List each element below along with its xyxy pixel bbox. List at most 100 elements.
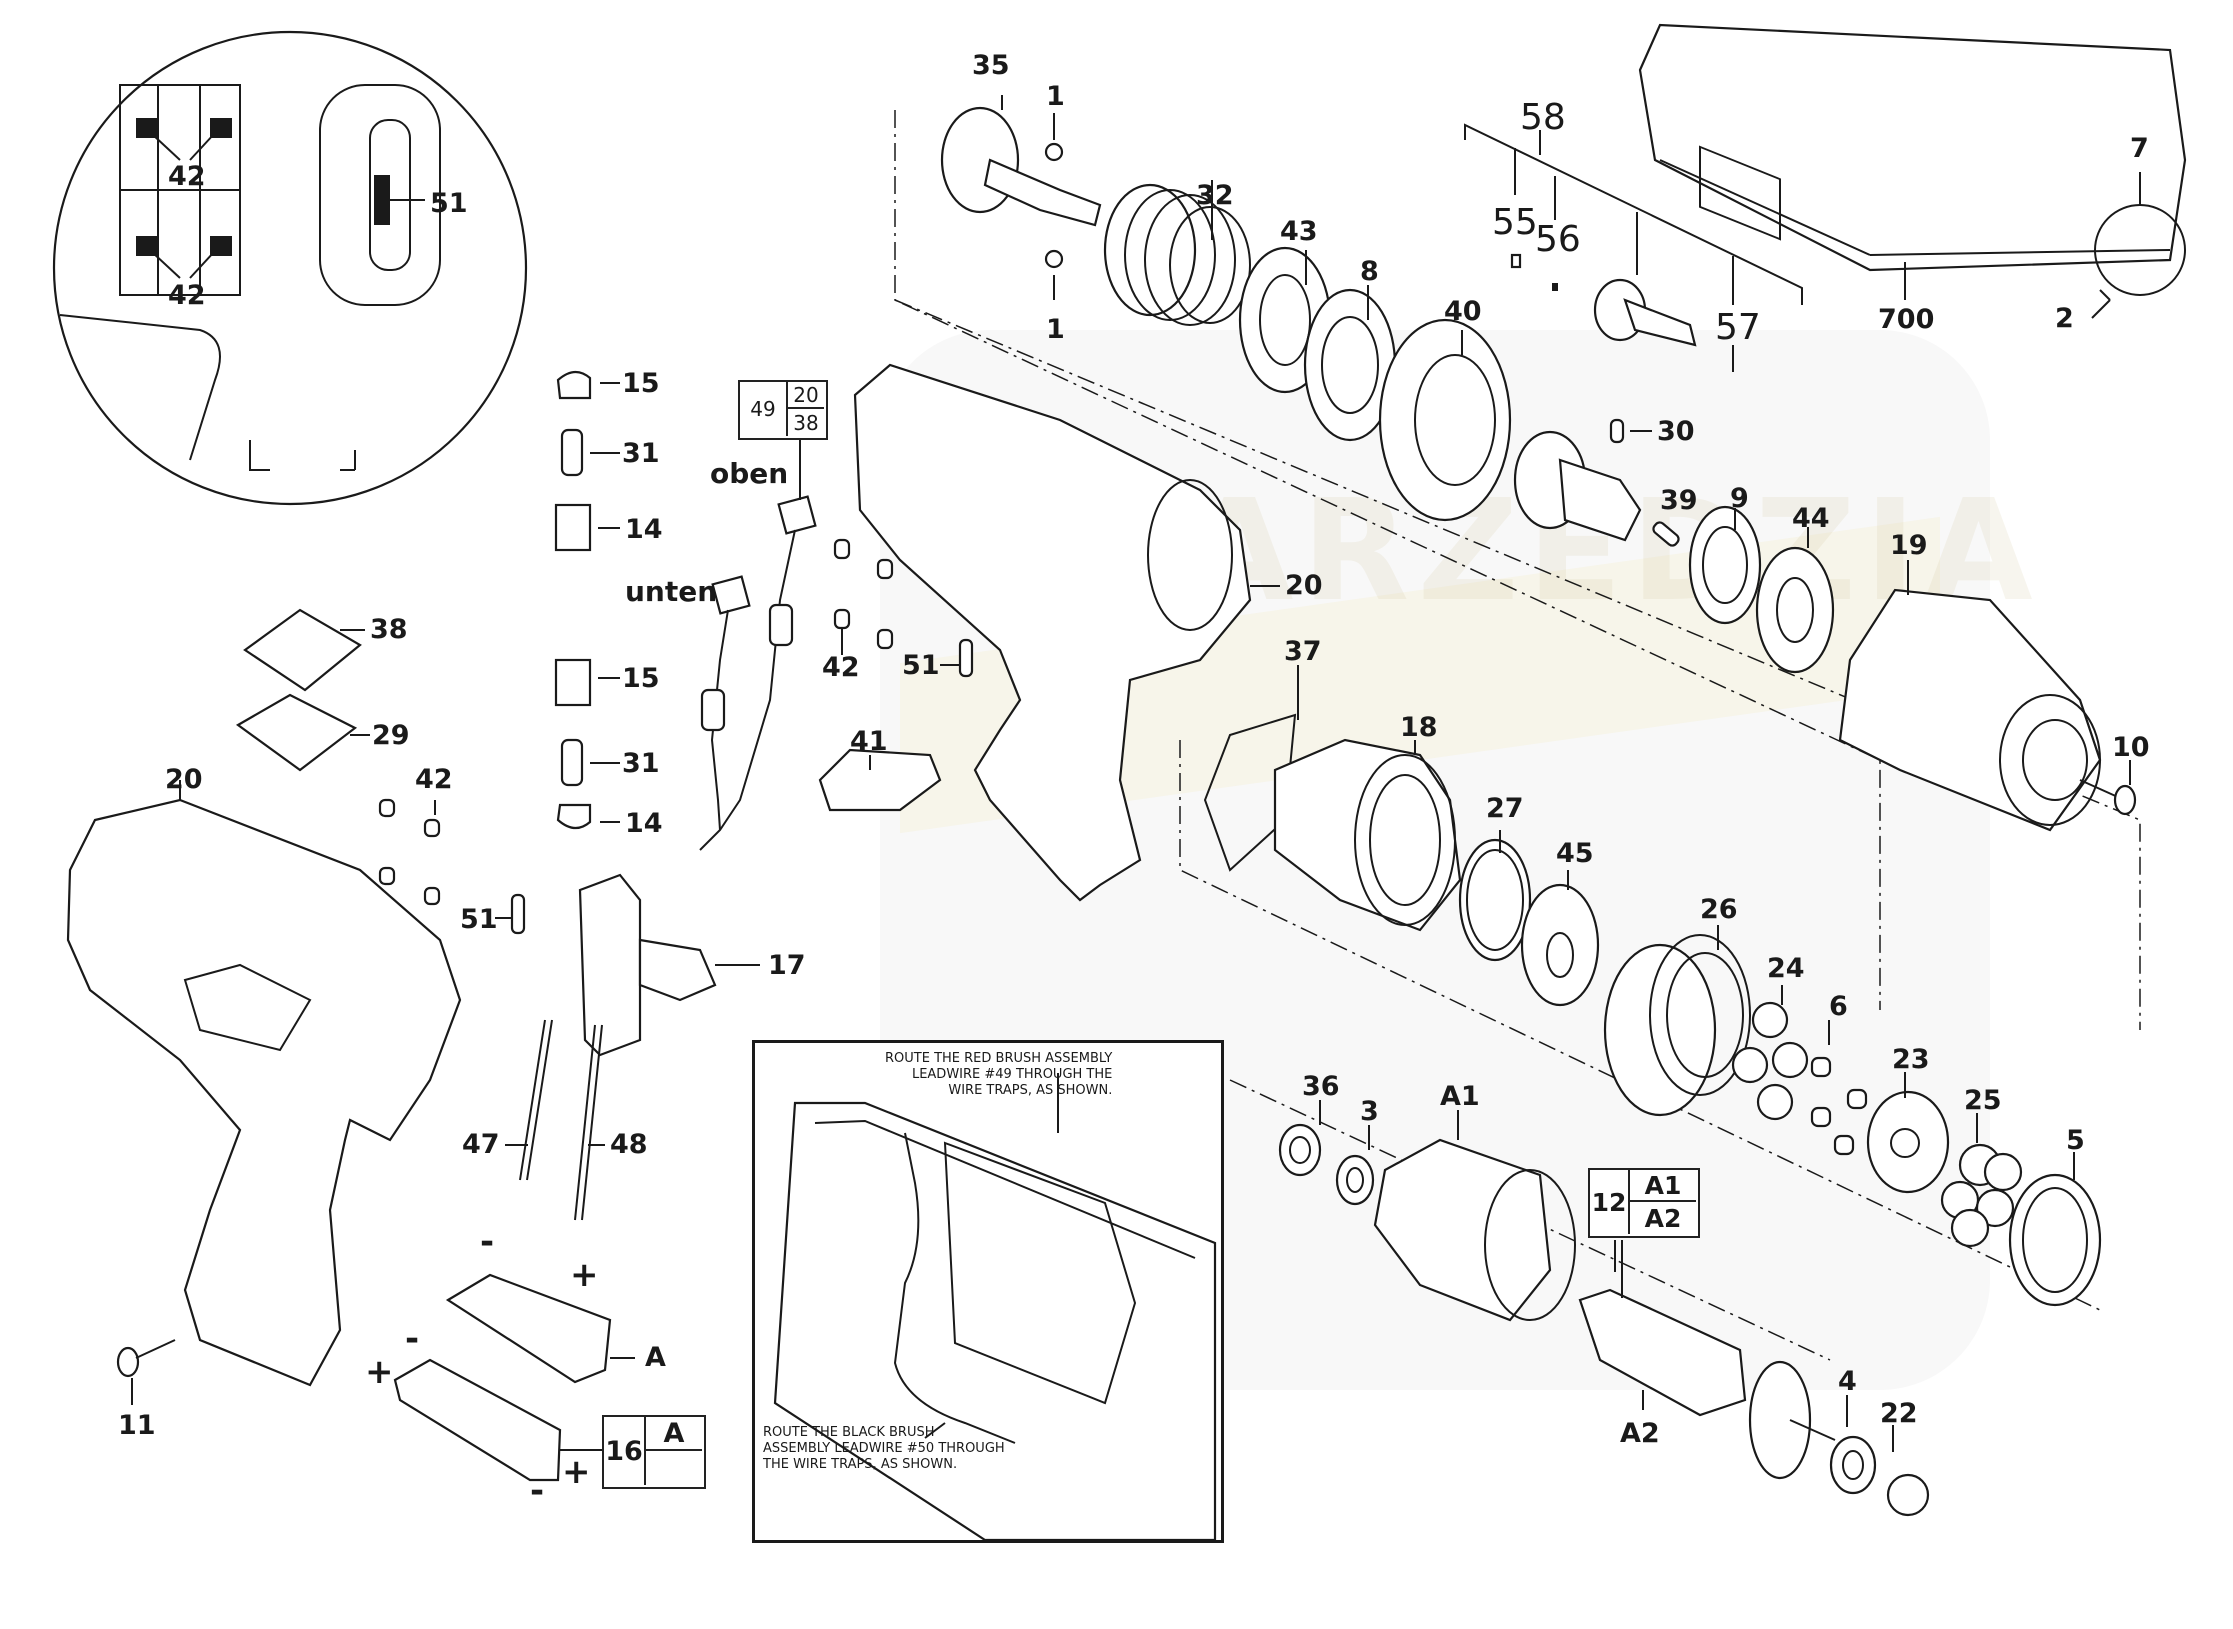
label-24: 24 [1767, 953, 1805, 984]
label-31: 31 [622, 748, 660, 779]
part-terminal-plate [445, 1273, 612, 1384]
part-planet-gears-2 [1940, 1113, 2023, 1248]
label-45: 45 [1556, 838, 1594, 869]
label-5: 5 [2066, 1125, 2085, 1156]
polarity-plus: + [570, 1255, 599, 1295]
label-27: 27 [1486, 793, 1524, 824]
part-dowel-pins-left [378, 798, 526, 935]
label-oben: oben [710, 457, 789, 490]
ref-box-terminal-kit: 16 A [602, 1415, 706, 1489]
kit-bracket [1464, 123, 1803, 372]
part-washer [1688, 505, 1762, 625]
part-bearing-36 [1278, 1100, 1322, 1177]
label-37: 37 [1284, 636, 1322, 667]
ref-bottom: A2 [1644, 1203, 1682, 1233]
part-terminal-block [393, 1358, 562, 1482]
label-42: 42 [822, 652, 860, 683]
part-ring-gear [1603, 925, 1751, 1117]
part-anvil [940, 95, 1102, 227]
label-39: 39 [1660, 485, 1698, 516]
part-spindle [1513, 418, 1642, 542]
polarity-minus: - [530, 1471, 545, 1511]
ref-box-armature-kit: 12 A1 A2 [1588, 1168, 1700, 1238]
part-bearing-ring [2008, 1152, 2102, 1307]
detail-pin [374, 175, 390, 225]
label-10: 10 [2112, 732, 2150, 763]
label-56: 56 [1535, 219, 1581, 260]
detail-pad [210, 236, 232, 256]
assembly-axis [1179, 740, 2101, 1311]
label-36: 36 [1302, 1071, 1340, 1102]
detail-pad [136, 118, 158, 138]
label-26: 26 [1700, 894, 1738, 925]
part-ball-pin [1652, 521, 1680, 547]
part-housing-half [853, 363, 1280, 902]
label-58: 58 [1520, 97, 1566, 138]
label-9: 9 [1730, 483, 1749, 514]
label-51: 51 [902, 650, 940, 681]
part-sleeve [1203, 665, 1299, 872]
part-brush-holders [554, 370, 620, 830]
label-43: 43 [1280, 216, 1318, 247]
part-motor-leadwires [505, 1019, 605, 1221]
part-carry-case [1638, 23, 2187, 300]
assembly-axis [894, 110, 1881, 1010]
wiring-inset: ROUTE THE RED BRUSH ASSEMBLY LEADWIRE #4… [752, 1040, 1224, 1543]
part-planet-carrier [1866, 1072, 1950, 1194]
label-1: 1 [1046, 314, 1065, 345]
polarity-minus: - [405, 1319, 420, 1359]
label-20: 20 [1285, 570, 1323, 601]
note-red-leadwire: ROUTE THE RED BRUSH ASSEMBLY LEADWIRE #4… [885, 1051, 1113, 1098]
part-switch [578, 873, 760, 1057]
ref-main: 49 [740, 382, 788, 436]
polarity-plus: + [562, 1452, 591, 1492]
label-42: 42 [415, 764, 453, 795]
ref-main: 12 [1590, 1170, 1630, 1234]
part-brush-leadwires [699, 440, 817, 851]
label-14: 14 [625, 514, 663, 545]
polarity-minus: - [480, 1222, 495, 1262]
part-label-plate [243, 608, 362, 692]
label-6: 6 [1829, 991, 1848, 1022]
label-4: 4 [1838, 1366, 1857, 1397]
label-700: 700 [1878, 304, 1935, 335]
label-A: A [645, 1342, 666, 1373]
part-ball [1044, 142, 1064, 162]
part-screw [2079, 760, 2137, 816]
part-o-ring [1458, 838, 1532, 962]
part-retaining-clip [2091, 172, 2186, 319]
polarity-plus: + [365, 1352, 394, 1392]
label-23: 23 [1892, 1044, 1930, 1075]
label-40: 40 [1444, 296, 1482, 327]
label-25: 25 [1964, 1085, 2002, 1116]
label-17: 17 [768, 950, 806, 981]
part-planet-gears [1731, 985, 1809, 1121]
label-1: 1 [1046, 81, 1065, 112]
inset-drawing [773, 1073, 1217, 1540]
part-bearing-4 [1829, 1395, 1877, 1495]
ref-top: A1 [1630, 1170, 1696, 1202]
detail-pad [210, 118, 232, 138]
label-29: 29 [372, 720, 410, 751]
label-32: 32 [1196, 180, 1234, 211]
label-35: 35 [972, 50, 1010, 81]
label-57: 57 [1715, 307, 1761, 348]
note-black-leadwire: ROUTE THE BLACK BRUSH ASSEMBLY LEADWIRE … [763, 1425, 1005, 1472]
ref-box-brush-kit: 49 20 38 [738, 380, 828, 440]
detail-circle [52, 30, 528, 506]
label-55: 55 [1492, 202, 1538, 243]
part-bearing-3 [1335, 1125, 1375, 1206]
label-20: 20 [165, 764, 203, 795]
label-51: 51 [430, 188, 468, 219]
label-15: 15 [622, 368, 660, 399]
part-gear-case [1838, 560, 2102, 832]
part-dowel-pins [833, 538, 974, 678]
part-hammer [1378, 318, 1512, 522]
label-7: 7 [2130, 133, 2149, 164]
label-51: 51 [460, 904, 498, 935]
label-19: 19 [1890, 530, 1928, 561]
part-spring [1103, 180, 1251, 326]
label-A2: A2 [1620, 1418, 1660, 1449]
label-42: 42 [168, 280, 206, 311]
